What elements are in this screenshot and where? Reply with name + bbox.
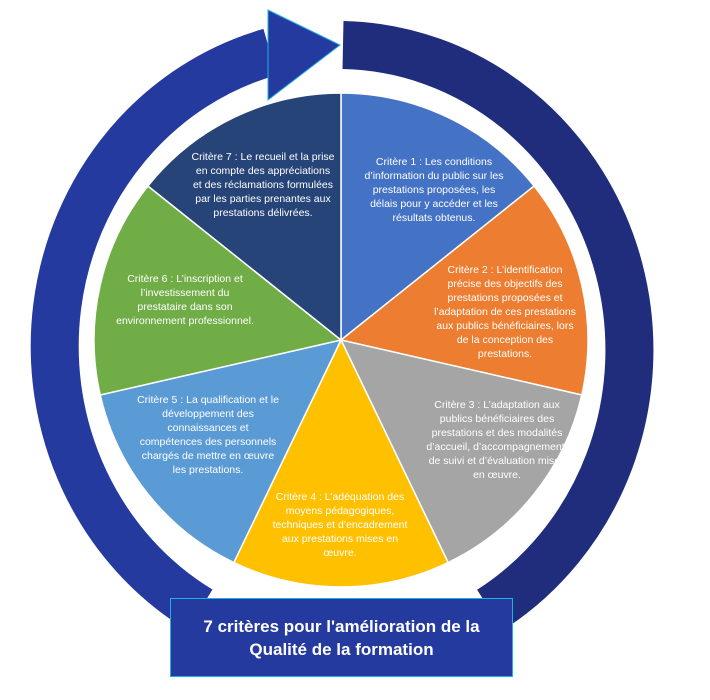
- cycle-arrow-left: [30, 28, 277, 631]
- title-line-1: 7 critères pour l'amélioration de la: [203, 616, 480, 636]
- criterion-slice-3: [339, 338, 583, 564]
- criterion-slice-5: [99, 338, 343, 564]
- criterion-slice-4: [232, 338, 450, 588]
- criterion-slice-6: [93, 184, 343, 396]
- criterion-slice-7: [146, 92, 342, 342]
- criterion-slice-1: [340, 92, 536, 342]
- criterion-label-2: Critère 2 : L’identification précise des…: [434, 264, 576, 360]
- criterion-label-3: Critère 3 : L’adaptation aux publics bén…: [426, 399, 568, 481]
- diagram-title: 7 critères pour l'amélioration de la Qual…: [170, 598, 513, 677]
- title-line-2: Qualité de la formation: [249, 639, 434, 659]
- criterion-label-6: Critère 6 : L’inscription et l’investiss…: [116, 273, 254, 327]
- arrowhead-icon: [267, 9, 341, 102]
- criterion-label-1: Critère 1 : Les conditions d’information…: [364, 156, 504, 224]
- criterion-label-4: Critère 4 : L’adéquation des moyens péda…: [272, 491, 408, 559]
- criterion-label-5: Critère 5 : La qualification et le dével…: [137, 394, 279, 476]
- criterion-label-7: Critère 7 : Le recueil et la prise en co…: [191, 151, 335, 219]
- cycle-arrow-right: [342, 21, 654, 631]
- criterion-slice-2: [339, 184, 589, 396]
